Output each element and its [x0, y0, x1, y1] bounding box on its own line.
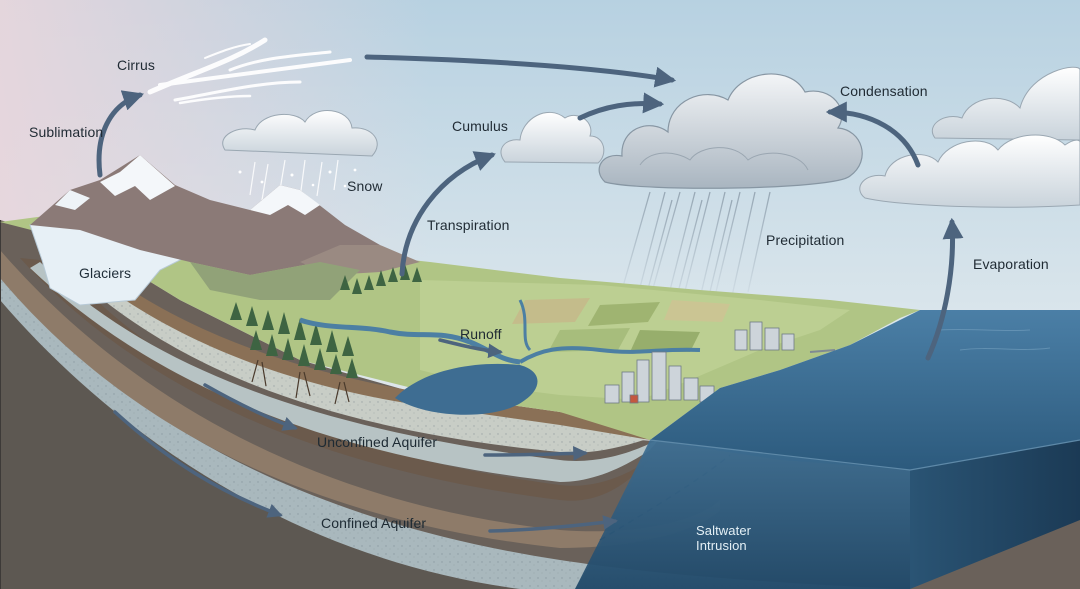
rain-streaks [621, 191, 771, 301]
runoff-label: Runoff [460, 326, 502, 342]
ocean [575, 310, 1080, 589]
river-and-lake [299, 299, 701, 415]
precipitation-label: Precipitation [766, 232, 845, 248]
storm-cloud [598, 73, 863, 189]
evaporation-clouds [859, 66, 1080, 208]
cumulus-label: Cumulus [452, 118, 508, 134]
mountains [30, 155, 420, 300]
saltwater-intrusion-label: Saltwater Intrusion [696, 523, 751, 553]
sublimation-label: Sublimation [29, 124, 104, 140]
groundwater-arrow-2 [483, 446, 588, 461]
confined-aquifer-label: Confined Aquifer [321, 515, 427, 531]
groundwater-arrow-1 [203, 383, 298, 431]
transpiration-arrow [399, 151, 496, 277]
flow-arrows [96, 54, 964, 533]
condensation-label: Condensation [840, 83, 928, 99]
transpiration-label: Transpiration [427, 217, 510, 233]
snow-cloud [222, 110, 378, 201]
evaporation-arrow [925, 217, 964, 361]
groundwater-arrow-3 [113, 410, 283, 518]
glaciers-label: Glaciers [79, 265, 132, 281]
sublimation-arrow [96, 90, 144, 178]
cumulus-cloud [500, 112, 605, 164]
city [604, 321, 795, 404]
saltwater-label-line2: Intrusion [696, 538, 747, 553]
condensation-arrow [825, 101, 921, 168]
snow-label: Snow [347, 178, 383, 194]
saltwater-label-line1: Saltwater [696, 523, 752, 538]
evaporation-label: Evaporation [973, 256, 1049, 272]
groundwater-arrow-4 [488, 515, 618, 533]
cirrus-to-storm-arrow [364, 54, 677, 88]
unconfined-aquifer-label: Unconfined Aquifer [317, 434, 438, 450]
forest [230, 264, 422, 378]
cumulus-to-storm-arrow [577, 92, 665, 121]
runoff-arrow [438, 338, 503, 359]
cirrus-clouds [147, 37, 352, 105]
tree-roots [251, 359, 350, 405]
cirrus-label: Cirrus [117, 57, 155, 73]
